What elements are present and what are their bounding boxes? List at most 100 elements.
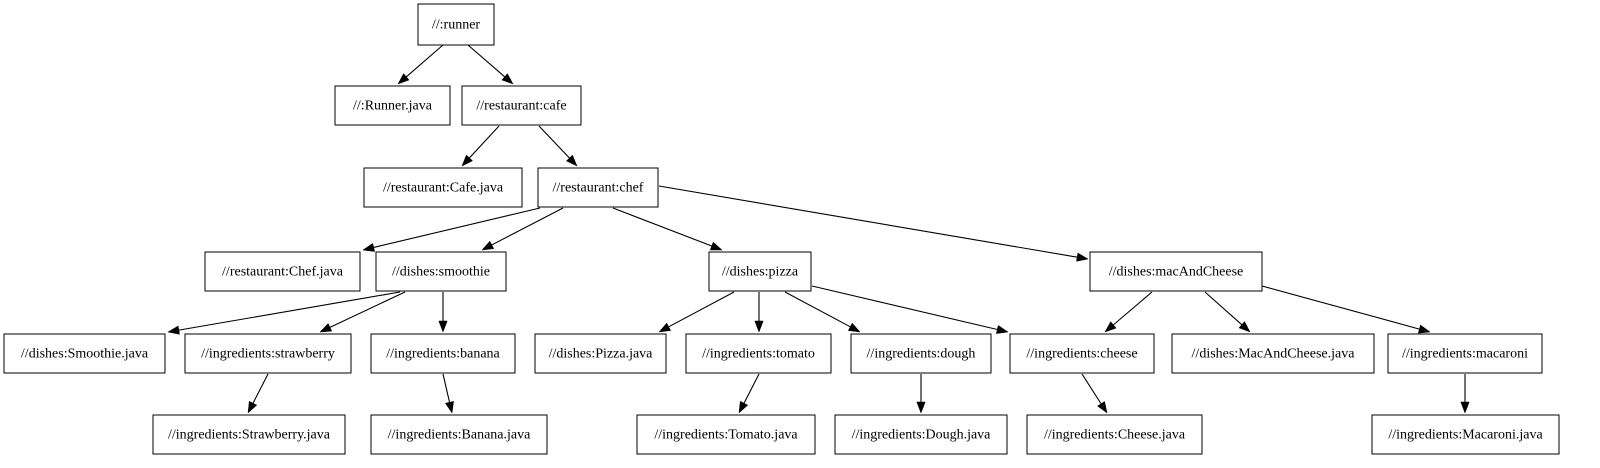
graph-edge [362, 207, 541, 252]
node-box[interactable] [375, 251, 507, 292]
graph-node-ing_strawberry[interactable]: //ingredients:strawberry [184, 333, 352, 374]
node-box[interactable] [1009, 333, 1155, 374]
graph-edge [247, 373, 269, 414]
graph-node-dishes_smoothiejava[interactable]: //dishes:Smoothie.java [3, 333, 166, 374]
graph-node-ing_bananajava[interactable]: //ingredients:Banana.java [370, 414, 548, 455]
edge-arrowhead-icon [1417, 324, 1431, 334]
node-box[interactable] [685, 333, 832, 374]
node-box[interactable] [184, 333, 352, 374]
graph-node-dishes_pizza[interactable]: //dishes:pizza [708, 251, 812, 292]
edge-line [612, 207, 712, 247]
graph-edge [1460, 374, 1470, 414]
node-label: //dishes:smoothie [392, 265, 490, 280]
node-label: //:runner [432, 18, 481, 33]
edge-arrowhead-icon [916, 401, 926, 414]
graph-node-ing_banana[interactable]: //ingredients:banana [370, 333, 516, 374]
edge-line [469, 125, 500, 159]
node-label: //:Runner.java [353, 99, 433, 114]
edge-line [668, 291, 735, 328]
node-box[interactable] [1387, 333, 1543, 374]
node-box[interactable] [708, 251, 812, 292]
edge-arrowhead-icon [738, 400, 749, 414]
edge-arrowhead-icon [167, 325, 180, 335]
edge-line [811, 285, 998, 331]
node-box[interactable] [461, 85, 582, 126]
node-label: //ingredients:tomato [702, 347, 815, 362]
graph-node-ing_cheesejava[interactable]: //ingredients:Cheese.java [1026, 414, 1203, 455]
graph-node-ing_dough[interactable]: //ingredients:dough [850, 333, 992, 374]
graph-node-restaurant_cafe[interactable]: //restaurant:cafe [461, 85, 582, 126]
edge-arrowhead-icon [481, 240, 495, 251]
graph-edge [916, 374, 926, 414]
graph-node-runner_java[interactable]: //:Runner.java [334, 85, 451, 126]
node-box[interactable] [834, 414, 1008, 455]
node-box[interactable] [204, 251, 361, 292]
graph-node-dishes_macjava[interactable]: //dishes:MacAndCheese.java [1171, 333, 1375, 374]
node-box[interactable] [534, 333, 667, 374]
edge-arrowhead-icon [438, 320, 448, 333]
graph-node-ing_doughjava[interactable]: //ingredients:Dough.java [834, 414, 1008, 455]
edge-line [467, 44, 506, 78]
node-label: //dishes:Smoothie.java [21, 347, 149, 362]
graph-node-ing_strawberryjava[interactable]: //ingredients:Strawberry.java [152, 414, 346, 455]
edge-line [373, 207, 541, 248]
node-label: //dishes:pizza [722, 265, 799, 280]
node-box[interactable] [417, 3, 495, 46]
graph-node-dishes_smoothie[interactable]: //dishes:smoothie [375, 251, 507, 292]
edge-line [329, 291, 406, 328]
edge-line [442, 373, 451, 403]
node-box[interactable] [363, 167, 523, 208]
graph-node-dishes_pizzajava[interactable]: //dishes:Pizza.java [534, 333, 667, 374]
node-box[interactable] [1371, 414, 1560, 455]
edge-arrowhead-icon [362, 242, 375, 252]
graph-node-runner[interactable]: //:runner [417, 3, 495, 46]
edge-line [743, 373, 760, 404]
node-box[interactable] [3, 333, 166, 374]
edge-line [538, 125, 570, 159]
graph-node-ing_tomato[interactable]: //ingredients:tomato [685, 333, 832, 374]
graph-node-ing_tomatojava[interactable]: //ingredients:Tomato.java [636, 414, 816, 455]
node-label: //ingredients:Banana.java [388, 428, 531, 443]
node-box[interactable] [636, 414, 816, 455]
node-label: //restaurant:Cafe.java [383, 181, 504, 196]
node-label: //ingredients:Macaroni.java [1388, 428, 1543, 443]
graph-edge [1104, 291, 1153, 333]
edge-arrowhead-icon [996, 324, 1009, 334]
node-box[interactable] [152, 414, 346, 455]
edge-arrowhead-icon [461, 154, 473, 167]
graph-node-ing_macaroni[interactable]: //ingredients:macaroni [1387, 333, 1543, 374]
edge-arrowhead-icon [501, 73, 514, 85]
node-box[interactable] [1026, 414, 1203, 455]
edge-line [1261, 285, 1420, 330]
edge-line [1113, 291, 1153, 326]
graph-edge [738, 373, 760, 414]
edge-line [658, 185, 1078, 258]
node-box[interactable] [370, 414, 548, 455]
node-label: //ingredients:cheese [1026, 347, 1137, 362]
graph-node-dishes_macandcheese[interactable]: //dishes:macAndCheese [1089, 251, 1263, 292]
node-box[interactable] [1171, 333, 1375, 374]
graph-edge [442, 373, 454, 414]
node-box[interactable] [537, 167, 659, 208]
edge-line [405, 44, 444, 78]
edge-arrowhead-icon [319, 323, 333, 333]
graph-edge [658, 291, 735, 333]
graph-edge [1204, 291, 1251, 333]
graph-edge [538, 125, 578, 167]
node-box[interactable] [850, 333, 992, 374]
graph-node-restaurant_chefjava[interactable]: //restaurant:Chef.java [204, 251, 361, 292]
node-label: //restaurant:chef [553, 181, 644, 196]
graph-node-restaurant_cafejava[interactable]: //restaurant:Cafe.java [363, 167, 523, 208]
edge-arrowhead-icon [1460, 401, 1470, 414]
node-box[interactable] [334, 85, 451, 126]
edge-arrowhead-icon [1076, 252, 1089, 262]
node-label: //ingredients:dough [867, 347, 976, 362]
graph-node-ing_cheese[interactable]: //ingredients:cheese [1009, 333, 1155, 374]
graph-node-restaurant_chef[interactable]: //restaurant:chef [537, 167, 659, 208]
node-box[interactable] [370, 333, 516, 374]
graph-edge [612, 207, 723, 251]
graph-node-ing_macaronijava[interactable]: //ingredients:Macaroni.java [1371, 414, 1560, 455]
node-box[interactable] [1089, 251, 1263, 292]
graph-edge [1261, 285, 1431, 334]
